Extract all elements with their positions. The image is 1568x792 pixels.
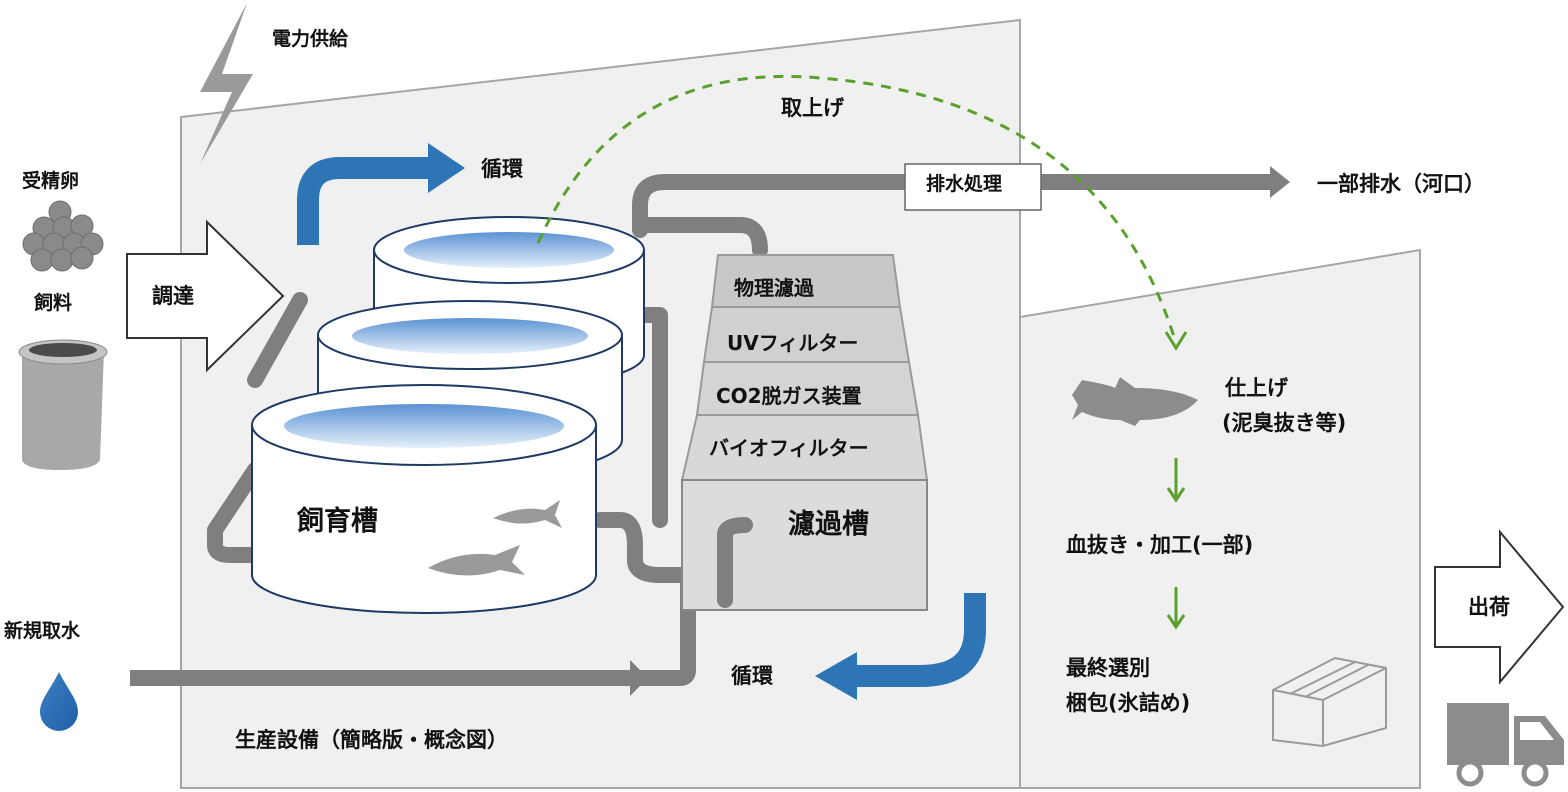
power-supply-label: 電力供給	[272, 28, 349, 50]
harvest-arrow	[536, 74, 1177, 341]
harvest-label: 取上げ	[781, 96, 844, 120]
fertilized-eggs-label: 受精卵	[22, 170, 80, 192]
fish-icon	[493, 500, 562, 528]
truck-icon	[1447, 703, 1564, 787]
finishing-fish-icon	[1072, 377, 1198, 426]
packing-label: 梱包(氷詰め)	[1066, 691, 1191, 715]
filter-tank-label: 濾過槽	[788, 509, 869, 540]
filter-stage-co2-degas: CO2脱ガス装置	[716, 384, 862, 408]
bleeding-processing-label: 血抜き・加工(一部)	[1066, 533, 1254, 557]
wastewater-treatment-label: 排水処理	[926, 173, 1003, 195]
circulation-arrow-bottom	[815, 593, 986, 700]
shipping-label: 出荷	[1468, 595, 1510, 619]
final-sorting-label: 最終選別	[1066, 656, 1150, 680]
fresh-water-intake-label: 新規取水	[4, 620, 81, 642]
shipping-arrow[interactable]	[1434, 529, 1565, 685]
package-box-icon	[1272, 656, 1387, 748]
diagram-title: 生産設備（簡略版・概念図）	[235, 728, 508, 752]
feed-label: 飼料	[34, 292, 73, 314]
finishing-detail-label: (泥臭抜き等)	[1222, 411, 1347, 435]
circulation-arrow-top	[297, 143, 465, 245]
wastewater-treatment-box[interactable]	[904, 163, 1042, 211]
filter-stage-bio: バイオフィルター	[709, 436, 869, 460]
filter-stage-uv: UVフィルター	[727, 331, 859, 355]
eggs-icon	[22, 200, 104, 272]
procurement-label: 調達	[152, 284, 194, 308]
partial-discharge-label: 一部排水（河口）	[1317, 172, 1485, 196]
rearing-tank-label: 飼育槽	[297, 506, 378, 537]
rearing-tank-front	[251, 384, 597, 614]
finishing-label: 仕上げ	[1225, 376, 1288, 400]
lightning-icon	[200, 3, 253, 164]
circulation-label-bottom: 循環	[731, 664, 773, 688]
filter-stage-physical: 物理濾過	[734, 276, 814, 300]
feed-bag-icon	[18, 339, 108, 470]
water-drop-icon	[40, 672, 78, 731]
fish-icon	[428, 545, 525, 576]
piping	[207, 174, 913, 686]
procurement-arrow[interactable]	[126, 219, 285, 373]
circulation-label-top: 循環	[481, 157, 523, 181]
step-arrow	[1166, 458, 1186, 630]
